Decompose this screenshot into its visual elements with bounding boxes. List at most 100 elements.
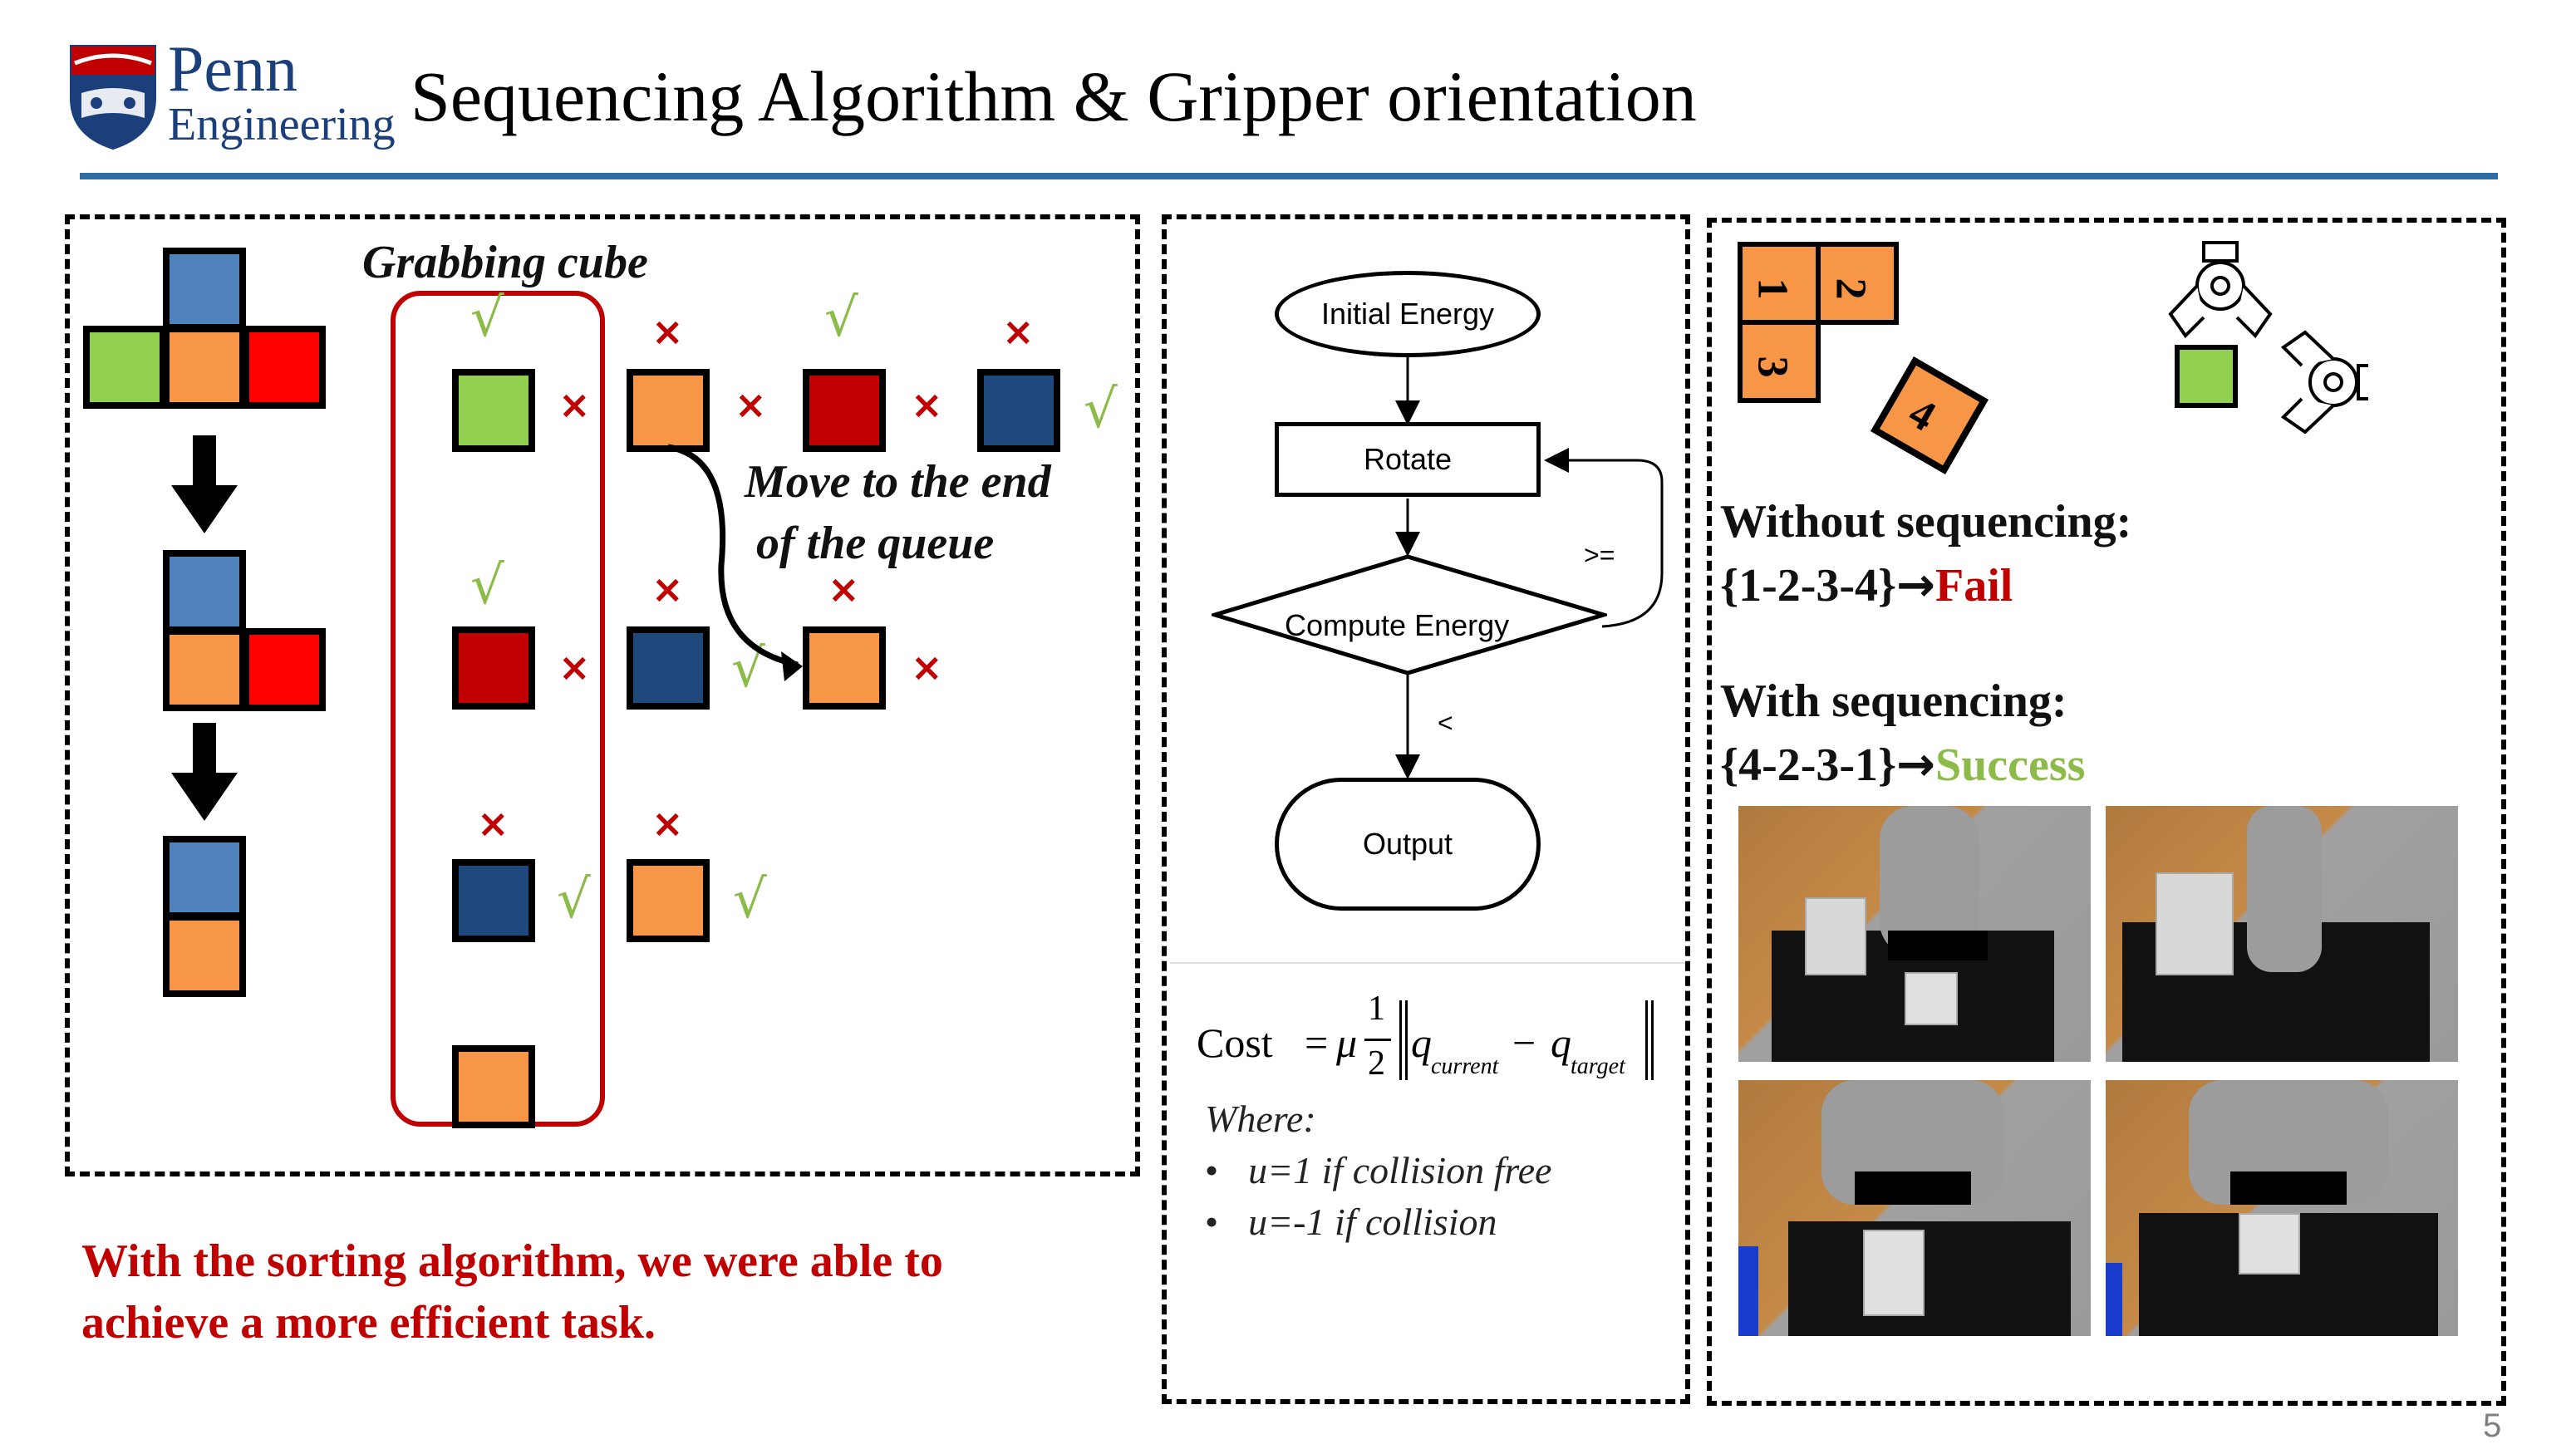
cube-stack bbox=[2156, 872, 2234, 975]
check-mark: √ bbox=[733, 869, 767, 931]
gripper-icon bbox=[2152, 234, 2378, 438]
flow-node-compute-energy bbox=[1207, 553, 1611, 680]
cube-green bbox=[452, 369, 535, 452]
cube-darkred bbox=[803, 369, 886, 452]
cube-blue bbox=[163, 836, 246, 919]
held-cube bbox=[2239, 1213, 2300, 1275]
bullet-dot: • bbox=[1205, 1149, 1219, 1191]
formula-q-current: current bbox=[1431, 1054, 1499, 1079]
formula-frac-bar bbox=[1364, 1039, 1391, 1041]
conclusion-line2: achieve a more efficient task. bbox=[81, 1297, 656, 1348]
flow-node-output-label: Output bbox=[1362, 827, 1453, 861]
loop-condition-label: >= bbox=[1584, 540, 1615, 570]
formula-equals: = bbox=[1305, 1019, 1329, 1066]
formula-mu: μ bbox=[1336, 1019, 1358, 1066]
check-mark: √ bbox=[470, 555, 504, 616]
cube-blue bbox=[163, 248, 246, 331]
check-mark: √ bbox=[557, 869, 591, 931]
check-mark: √ bbox=[1084, 379, 1118, 440]
cross-mark: × bbox=[1002, 309, 1035, 354]
formula-frac-den: 2 bbox=[1368, 1044, 1385, 1083]
move-to-end-arrow-icon bbox=[648, 440, 831, 694]
cube-darkred bbox=[452, 626, 535, 710]
cross-mark: × bbox=[558, 382, 591, 427]
cube-green bbox=[83, 326, 166, 409]
penn-shield-icon bbox=[68, 43, 158, 151]
down-arrow-icon bbox=[171, 723, 238, 827]
move-label-line1: Move to the end bbox=[745, 456, 1051, 508]
with-sequencing-result: {4-2-3-1}→Success bbox=[1720, 738, 2085, 792]
cube-orange bbox=[627, 859, 710, 942]
cube-navy bbox=[452, 859, 535, 942]
flow-node-initial-energy-label: Initial Energy bbox=[1320, 297, 1495, 331]
cube-red bbox=[243, 628, 326, 711]
cross-mark: × bbox=[651, 801, 684, 846]
colon: : bbox=[2051, 675, 2067, 727]
right-arrow-icon: → bbox=[1896, 558, 1935, 612]
cube-orange bbox=[452, 1045, 535, 1128]
fail-result: Fail bbox=[1935, 560, 2013, 612]
robot-arm bbox=[2247, 806, 2322, 972]
simulation-screenshot bbox=[2106, 1080, 2458, 1336]
blue-edge bbox=[2106, 1263, 2122, 1336]
flow-node-output: Output bbox=[1275, 778, 1541, 911]
formula-divider bbox=[1170, 962, 1685, 964]
cross-mark: × bbox=[651, 309, 684, 354]
formula-bullet2-text: u=-1 if collision bbox=[1248, 1201, 1497, 1243]
conclusion-line1: With the sorting algorithm, we were able… bbox=[81, 1235, 943, 1287]
formula-q2: q bbox=[1551, 1019, 1571, 1066]
title-divider bbox=[80, 173, 2498, 179]
formula-bullet2: • u=-1 if collision bbox=[1205, 1200, 1497, 1244]
gripper-jaw bbox=[1888, 931, 1988, 960]
cube-navy bbox=[977, 369, 1060, 452]
slide-title: Sequencing Algorithm & Gripper orientati… bbox=[410, 56, 1697, 136]
flow-node-compute-energy-label: Compute Energy bbox=[1285, 608, 1510, 642]
cross-mark: × bbox=[735, 382, 767, 427]
formula-bullet1-text: u=1 if collision free bbox=[1248, 1149, 1552, 1191]
cube-orange bbox=[163, 914, 246, 997]
cross-mark: × bbox=[477, 801, 509, 846]
simulation-screenshot bbox=[1738, 806, 2091, 1062]
flow-node-initial-energy: Initial Energy bbox=[1275, 271, 1541, 357]
exit-condition-label: < bbox=[1438, 708, 1453, 738]
move-label-line2: of the queue bbox=[756, 518, 995, 569]
logo-penn-text: Penn bbox=[168, 32, 297, 105]
gripper-jaw bbox=[1855, 1171, 1971, 1205]
sequencing-panel bbox=[65, 214, 1140, 1176]
with-sequencing-text: With sequencing bbox=[1720, 675, 2052, 727]
formula-where: Where: bbox=[1205, 1098, 1316, 1140]
cube-orange bbox=[163, 326, 246, 409]
without-sequencing-text: Without sequencing bbox=[1720, 496, 2116, 548]
cross-mark: × bbox=[828, 567, 860, 612]
formula-frac-num: 1 bbox=[1368, 990, 1385, 1028]
flowchart bbox=[1197, 258, 1679, 918]
formula-norm-open bbox=[1399, 1000, 1408, 1080]
without-sequence: {1-2-3-4} bbox=[1720, 560, 1897, 612]
page-number: 5 bbox=[2483, 1407, 2502, 1444]
flowchart-panel bbox=[1162, 214, 1690, 1404]
gripper-panel bbox=[1707, 218, 2506, 1406]
flow-node-rotate-label: Rotate bbox=[1363, 442, 1453, 476]
cross-mark: × bbox=[651, 567, 684, 612]
logo-engineering-text: Engineering bbox=[168, 99, 396, 150]
flow-node-rotate: Rotate bbox=[1275, 422, 1541, 497]
without-sequencing-label: Without sequencing: bbox=[1720, 495, 2131, 548]
cube-navy bbox=[627, 626, 710, 710]
check-mark: √ bbox=[470, 287, 504, 349]
numbered-blocks bbox=[1737, 241, 2003, 494]
cube-orange bbox=[803, 626, 886, 710]
cube-stack bbox=[1805, 897, 1866, 975]
with-sequencing-label: With sequencing: bbox=[1720, 675, 2067, 728]
check-mark: √ bbox=[824, 287, 858, 349]
success-result: Success bbox=[1935, 739, 2086, 791]
cross-mark: × bbox=[911, 382, 943, 427]
down-arrow-icon bbox=[171, 435, 238, 539]
right-arrow-icon: → bbox=[1896, 738, 1935, 792]
bullet-dot: • bbox=[1205, 1201, 1219, 1243]
held-cube bbox=[1905, 972, 1958, 1025]
block-label-1: 1 bbox=[1748, 278, 1797, 300]
gripper-jaw bbox=[2230, 1171, 2347, 1205]
formula-lhs: Cost bbox=[1197, 1019, 1273, 1066]
held-cube bbox=[1863, 1230, 1925, 1316]
block-label-2: 2 bbox=[1826, 278, 1875, 300]
